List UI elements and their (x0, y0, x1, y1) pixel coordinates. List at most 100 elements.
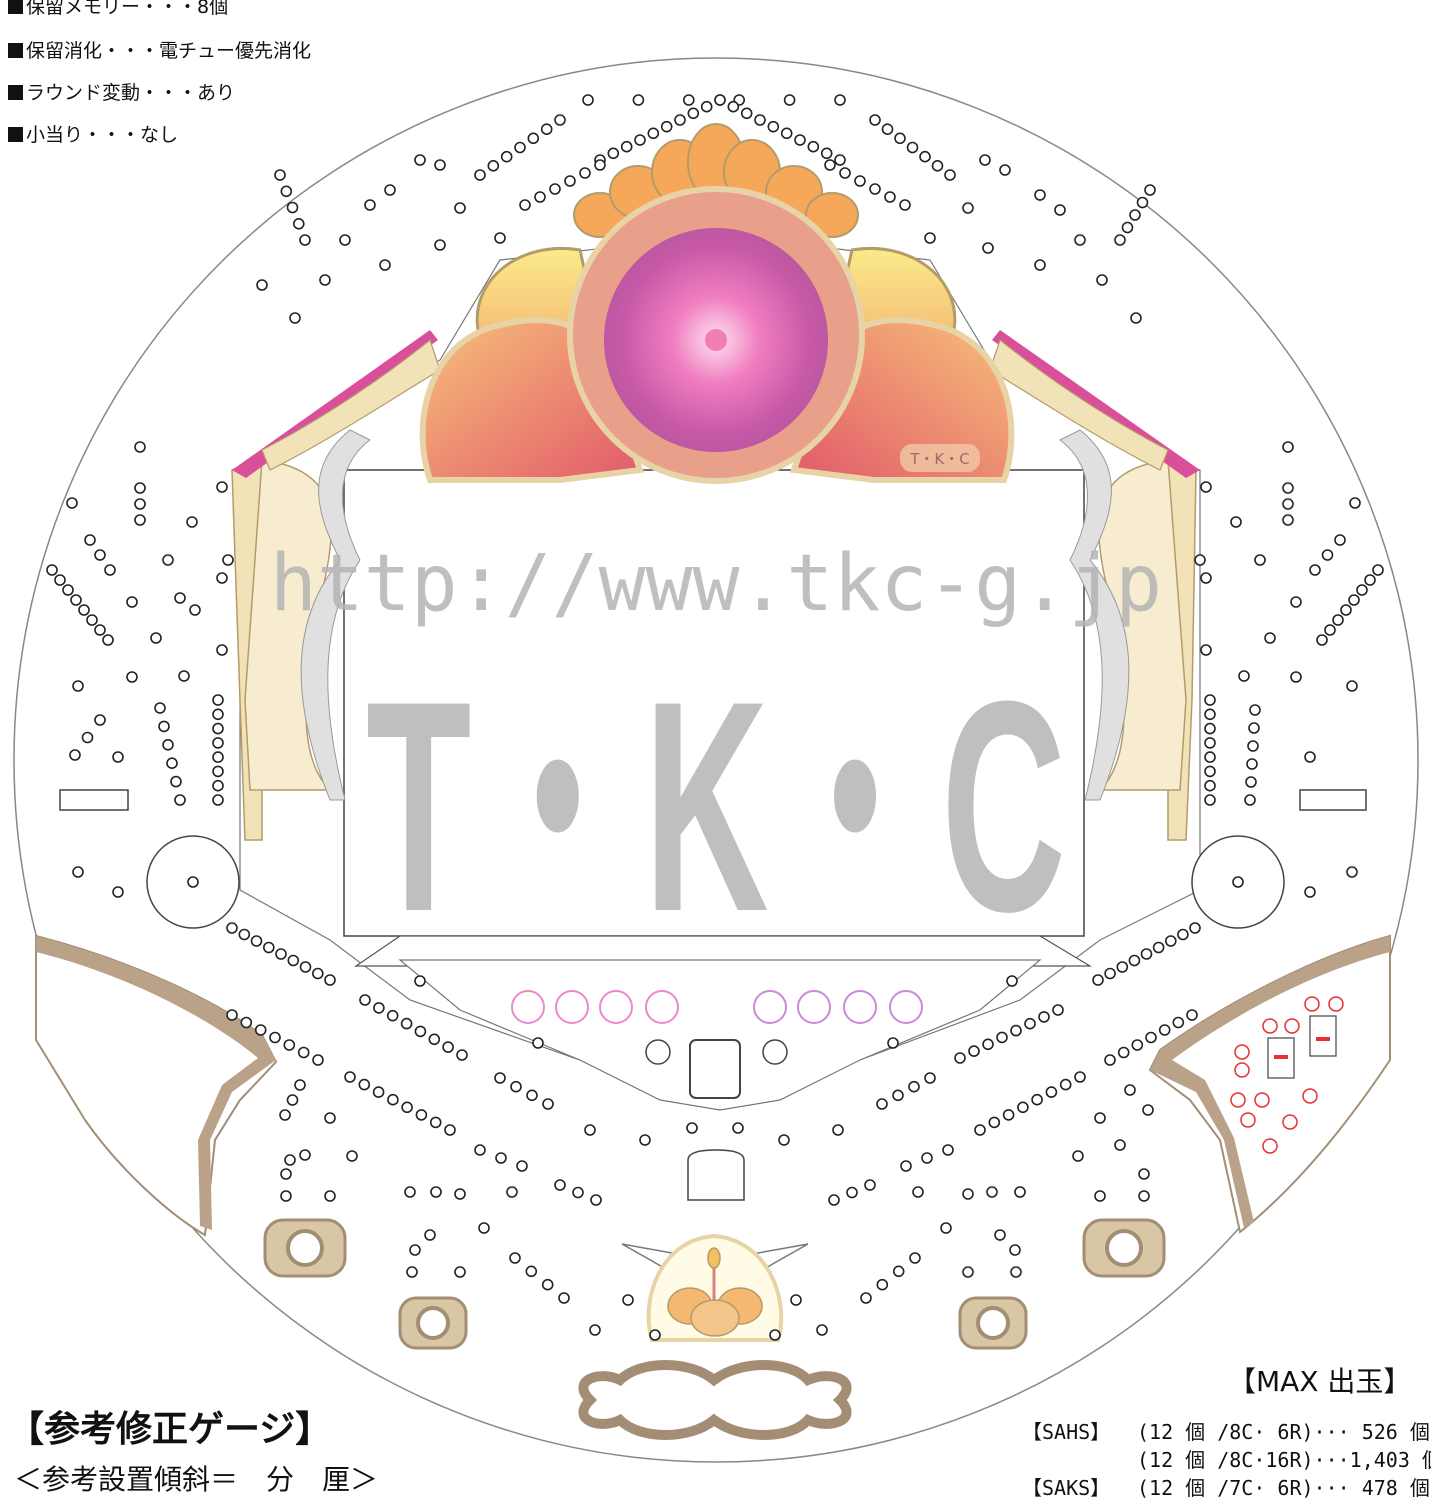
nail (686, 1122, 698, 1134)
nail (1002, 1109, 1015, 1121)
nail (828, 1194, 840, 1206)
nail (780, 127, 793, 140)
nail (94, 714, 106, 726)
nail (687, 107, 700, 120)
nail (876, 1278, 889, 1291)
nail (660, 120, 673, 133)
nail (474, 169, 486, 181)
nail (510, 1080, 522, 1093)
top-crown-petals (573, 123, 859, 238)
nail (1204, 794, 1216, 806)
nail (860, 1292, 872, 1304)
nail (1316, 634, 1328, 646)
nail (78, 604, 90, 616)
right-gray-ribbon (1059, 429, 1130, 801)
nail (1282, 498, 1294, 510)
nail (1158, 1024, 1171, 1036)
nail (1238, 670, 1250, 682)
nail (358, 1078, 371, 1091)
tkc-badge (900, 444, 980, 472)
nail (312, 1054, 324, 1066)
nail (1324, 624, 1336, 636)
nail (881, 123, 894, 135)
nail (887, 1037, 899, 1049)
nail (86, 614, 98, 626)
spec-digestion: 保留消化・・・電チュー優先消化 (8, 36, 311, 63)
tkc-badge-text: T・K・C (909, 450, 969, 468)
nail (1194, 554, 1206, 566)
nail (622, 1294, 634, 1306)
tulip-flower (667, 1247, 763, 1337)
nail (1334, 534, 1346, 546)
nail (1074, 1071, 1086, 1083)
nail (682, 94, 695, 106)
nail (549, 183, 561, 195)
nail (1136, 196, 1149, 209)
nail (379, 259, 391, 271)
nail (584, 1124, 596, 1136)
nail (112, 751, 124, 763)
nail (940, 1222, 952, 1234)
nail (359, 994, 371, 1006)
nail (1117, 1046, 1130, 1059)
nail (1024, 1017, 1036, 1030)
nail (415, 1109, 428, 1121)
nail (846, 1186, 858, 1199)
nail (876, 1098, 888, 1110)
max-payout-title: 【MAX 出玉】 (1228, 1365, 1412, 1398)
nail (906, 141, 919, 154)
nail (1128, 954, 1141, 967)
nail (1138, 1168, 1150, 1180)
nail (212, 722, 224, 735)
nail (1200, 644, 1212, 656)
nail (778, 1134, 790, 1146)
nail (414, 1025, 427, 1038)
nail (216, 572, 228, 584)
right-bumper (762, 1039, 788, 1065)
nail (216, 644, 228, 656)
nail (319, 274, 331, 286)
nail (986, 1186, 998, 1198)
nail (892, 1089, 904, 1102)
nail (297, 1046, 310, 1059)
nail (634, 134, 646, 146)
nail (1145, 1031, 1157, 1044)
nail (1290, 596, 1302, 608)
nail (487, 160, 500, 172)
nail (1034, 189, 1046, 201)
nail (212, 751, 224, 763)
nail (1332, 614, 1344, 626)
nail (150, 632, 162, 644)
nail (174, 794, 186, 806)
watermark-url: http://www.tkc-g.jp (270, 539, 1162, 629)
nail (339, 234, 351, 246)
nail (269, 1031, 281, 1044)
nail (54, 574, 66, 586)
nail (783, 94, 796, 106)
nail (892, 1265, 905, 1278)
nail (279, 1109, 291, 1121)
nail (1045, 1086, 1058, 1098)
nail (104, 564, 116, 576)
nail (158, 720, 170, 733)
nail (1264, 632, 1276, 644)
nail (222, 554, 234, 566)
left-pink-lamps (511, 990, 679, 1024)
nail (869, 114, 881, 126)
out-hole (578, 1360, 852, 1440)
nail (884, 191, 896, 203)
nail-field (46, 94, 1384, 1341)
nail (1282, 441, 1294, 453)
nail (526, 1089, 538, 1102)
nail (324, 974, 336, 986)
nail (1230, 516, 1242, 528)
spec-round-variation: ラウンド変動・・・あり (8, 78, 235, 105)
nail (769, 1329, 781, 1341)
spec-memory: 保留メモリー・・・8個 (8, 0, 228, 19)
nail (962, 1266, 974, 1278)
nail (250, 935, 263, 947)
stage-shelf (354, 935, 1093, 967)
reference-tilt: ＜参考設置傾斜＝ 分 厘＞ (14, 1463, 379, 1496)
nail (1009, 1244, 1021, 1256)
nail (94, 549, 106, 561)
